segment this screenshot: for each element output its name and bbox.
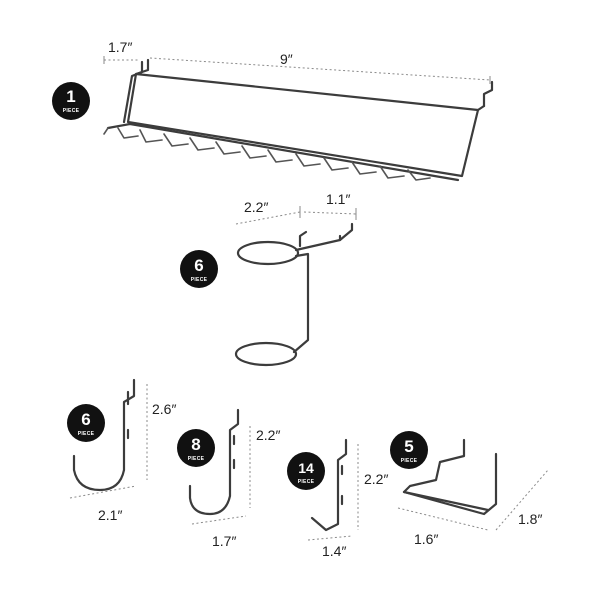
ring-peg-tabs bbox=[298, 230, 342, 248]
ring-qty-unit: PIECE bbox=[191, 277, 208, 283]
mjhook-width-label: 1.7″ bbox=[212, 533, 236, 549]
part-large-j-hook: 2.6″ 2.1″ 6 PIECE bbox=[67, 378, 176, 523]
ring-qty-number: 6 bbox=[194, 256, 203, 275]
ring-top-arm bbox=[294, 222, 354, 252]
ring-width-label: 2.2″ bbox=[244, 199, 268, 215]
ring-bottom bbox=[234, 341, 298, 367]
mjhook-width-dim-line bbox=[191, 515, 247, 525]
ring-width-dim-line bbox=[235, 211, 301, 225]
rack-qty-number: 1 bbox=[66, 87, 75, 106]
rack-depth-label: 1.7″ bbox=[108, 39, 132, 55]
lhook-qty-badge bbox=[287, 452, 325, 490]
jhook-width-label: 2.1″ bbox=[98, 507, 122, 523]
part-ring-holder: 2.2″ 1.1″ 6 PIECE bbox=[180, 191, 357, 367]
rack-qty-unit: PIECE bbox=[63, 108, 80, 114]
mjhook-qty-badge bbox=[177, 429, 215, 467]
rack-back-frame bbox=[126, 58, 486, 178]
lhook-width-dim-line bbox=[307, 535, 353, 541]
ring-top bbox=[236, 240, 300, 266]
ring-depth-dim-line bbox=[303, 211, 357, 215]
rack-qty-badge bbox=[52, 82, 90, 120]
uholder-width-dim-line bbox=[397, 507, 489, 531]
jhook-height-label: 2.6″ bbox=[152, 401, 176, 417]
rack-hook-row bbox=[117, 127, 431, 181]
jhook-width-dim-line bbox=[69, 485, 137, 499]
rack-length-label: 9″ bbox=[280, 51, 293, 67]
uholder-wire bbox=[402, 438, 498, 516]
mjhook-wire bbox=[188, 408, 240, 516]
rack-top-bar bbox=[134, 72, 480, 112]
jhook-qty-badge bbox=[67, 404, 105, 442]
rack-right-hook bbox=[482, 80, 494, 108]
part-u-holder: 1.6″ 1.8″ 5 PIECE bbox=[390, 431, 549, 547]
lhook-height-label: 2.2″ bbox=[364, 471, 388, 487]
part-l-hook: 2.2″ 1.4″ 14 PIECE bbox=[287, 438, 388, 559]
part-medium-j-hook: 2.2″ 1.7″ 8 PIECE bbox=[177, 408, 280, 549]
uholder-base-bar bbox=[402, 490, 490, 512]
lhook-qty-unit: PIECE bbox=[298, 479, 315, 485]
mjhook-qty-unit: PIECE bbox=[188, 456, 205, 462]
rack-length-dim-line bbox=[149, 57, 491, 81]
uholder-qty-number: 5 bbox=[404, 437, 413, 456]
ring-qty-badge bbox=[180, 250, 218, 288]
lhook-width-label: 1.4″ bbox=[322, 543, 346, 559]
ring-depth-label: 1.1″ bbox=[326, 191, 350, 207]
ring-stem bbox=[292, 252, 310, 354]
lhook-wire bbox=[310, 438, 348, 532]
uholder-width-label: 1.6″ bbox=[414, 531, 438, 547]
rack-front-bar bbox=[106, 122, 460, 182]
rack-front-tip bbox=[103, 127, 109, 135]
uholder-qty-badge bbox=[390, 431, 428, 469]
jhook-qty-number: 6 bbox=[81, 410, 90, 429]
uholder-depth-label: 1.8″ bbox=[518, 511, 542, 527]
jhook-wire bbox=[72, 378, 136, 492]
mjhook-qty-number: 8 bbox=[191, 435, 200, 454]
uholder-qty-unit: PIECE bbox=[401, 458, 418, 464]
lhook-qty-number: 14 bbox=[298, 460, 314, 476]
mjhook-height-label: 2.2″ bbox=[256, 427, 280, 443]
jhook-qty-unit: PIECE bbox=[78, 431, 95, 437]
part-rack: 1.7″ 9″ 1 PIECE bbox=[52, 39, 494, 182]
